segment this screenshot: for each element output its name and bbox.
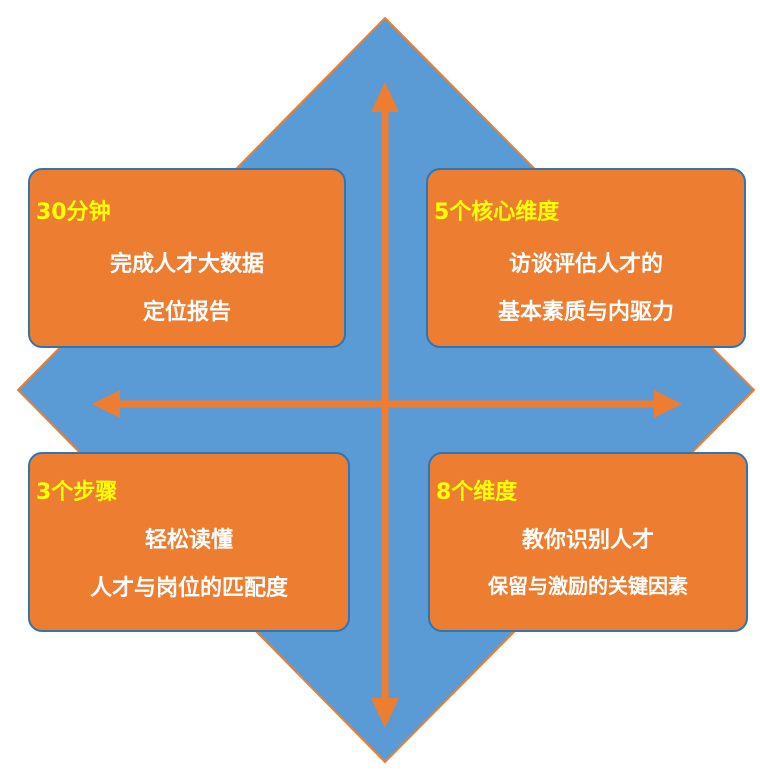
arrow-left-icon [92, 390, 120, 418]
card-line: 访谈评估人才的 [508, 252, 663, 277]
card-top-left: 30分钟 完成人才大数据 定位报告 [28, 168, 346, 348]
card-line: 轻松读懂 [144, 528, 233, 553]
card-heading: 5个核心维度 [434, 200, 560, 225]
card-bottom-left: 3个步骤 轻松读懂 人才与岗位的匹配度 [28, 452, 350, 632]
card-bottom-right: 8个维度 教你识别人才 保留与激励的关键因素 [428, 452, 748, 632]
card-heading: 30分钟 [36, 200, 111, 225]
card-line: 保留与激励的关键因素 [488, 574, 688, 598]
card-line: 人才与岗位的匹配度 [89, 576, 288, 601]
card-line: 教你识别人才 [521, 528, 654, 553]
card-heading: 8个维度 [436, 480, 518, 505]
card-line: 基本素质与内驱力 [497, 300, 674, 325]
arrow-down-icon [371, 698, 399, 728]
arrow-right-icon [654, 390, 682, 418]
arrow-up-icon [371, 82, 399, 112]
card-top-right: 5个核心维度 访谈评估人才的 基本素质与内驱力 [426, 168, 746, 348]
card-line: 定位报告 [142, 300, 231, 325]
card-heading: 3个步骤 [36, 480, 118, 505]
card-line: 完成人才大数据 [109, 252, 264, 277]
